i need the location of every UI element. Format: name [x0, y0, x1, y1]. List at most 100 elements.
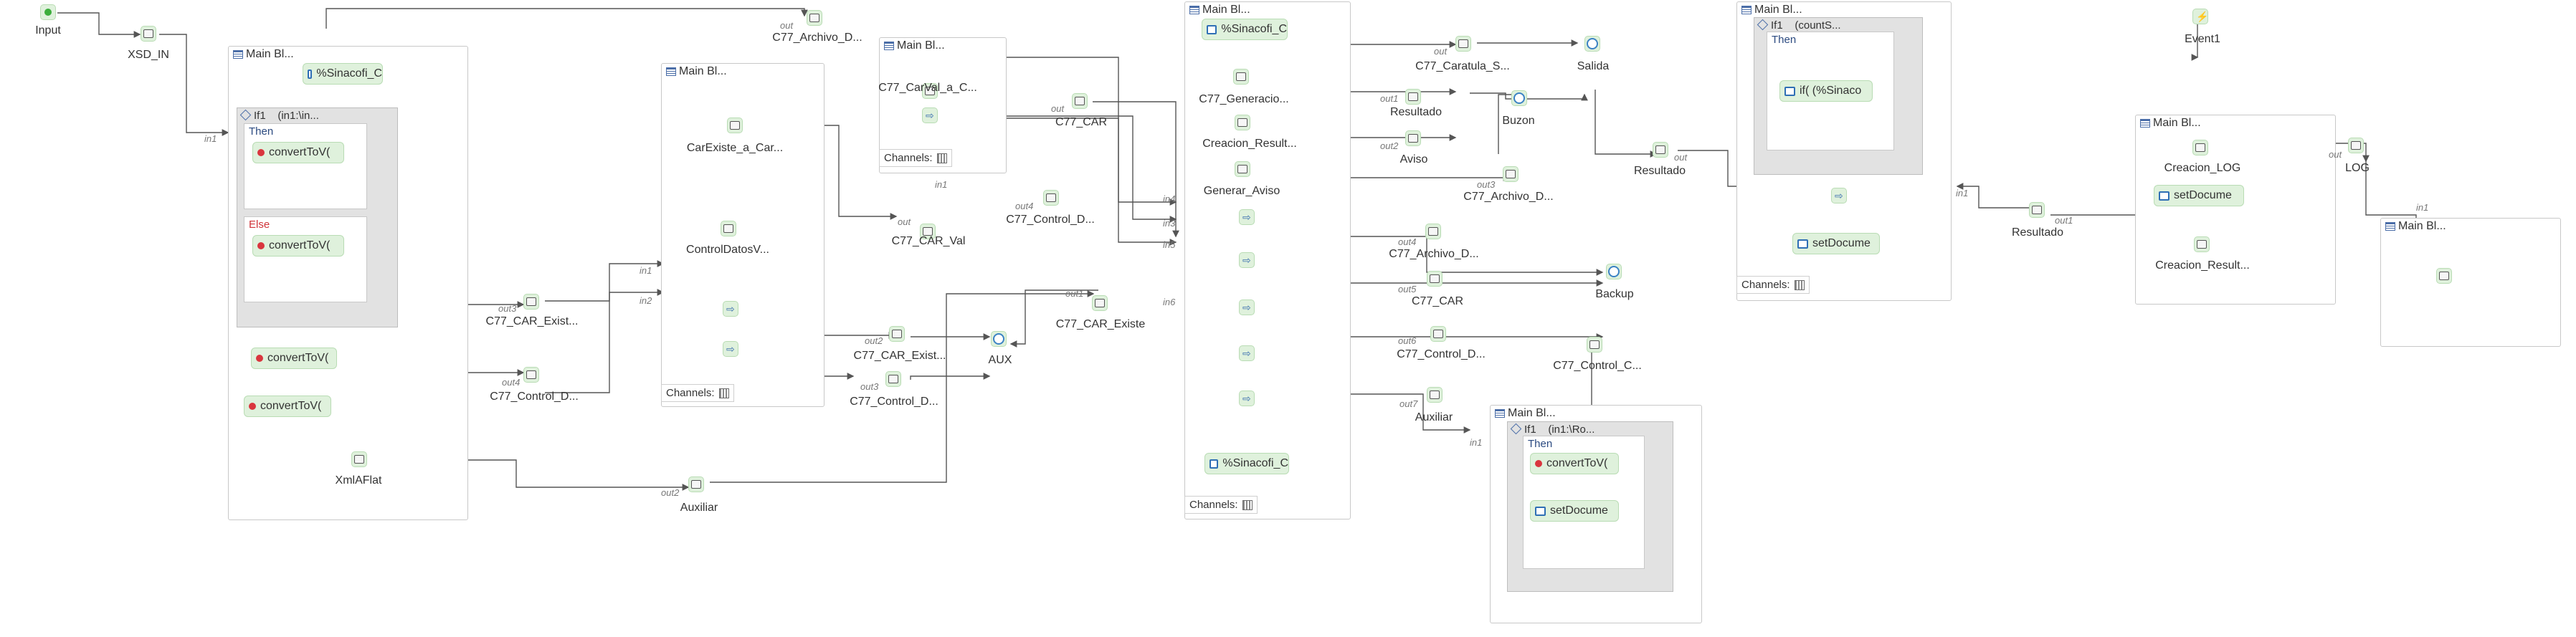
c77-control-d4-node[interactable] [1430, 326, 1446, 342]
c77-caratula-node[interactable] [1455, 36, 1471, 52]
c77-control-c-node[interactable] [1587, 337, 1602, 353]
main-block-7[interactable]: Main Bl... [2135, 115, 2336, 305]
c77-control-d2-node[interactable] [885, 371, 901, 387]
dispatcher-node-9[interactable]: ⇨ [1831, 188, 1847, 203]
dispatcher-node-8[interactable]: ⇨ [1239, 391, 1255, 406]
dispatcher-node-3[interactable]: ⇨ [922, 107, 938, 123]
convert-activity-1[interactable]: convertToV( [252, 142, 344, 163]
main-block-8[interactable]: Main Bl... [2380, 218, 2561, 347]
resultado2-node[interactable] [1653, 142, 1668, 158]
creacion-log-label: Creacion_LOG [2164, 162, 2241, 174]
c77-car-existe-node[interactable] [1092, 295, 1108, 311]
c77-car-exist2-label: C77_CAR_Exist... [853, 350, 946, 362]
auxiliar-node[interactable] [688, 476, 704, 492]
dispatcher-node-5[interactable]: ⇨ [1239, 252, 1255, 268]
creacion-result-label: Creacion_Result... [1202, 138, 1297, 150]
c77-generacion-label: C77_Generacio... [1199, 93, 1289, 105]
then-branch-a[interactable]: Then [244, 123, 367, 209]
channels-icon [936, 153, 947, 164]
c77-car-exist-node[interactable] [523, 294, 539, 310]
log-node[interactable] [2348, 138, 2364, 153]
creacion-log-node[interactable] [2192, 140, 2208, 155]
c77-archivo-d-node[interactable] [807, 10, 822, 26]
resultado3-label: Resultado [2011, 226, 2064, 239]
c77-car-node[interactable] [1072, 93, 1088, 109]
then-label: Then [249, 125, 274, 138]
dispatcher-node-4[interactable]: ⇨ [1239, 209, 1255, 225]
port-out2-a: out2 [1380, 140, 1399, 151]
setdocume-activity-3[interactable]: setDocume [2154, 185, 2244, 206]
channels-box-4[interactable]: Channels: [1184, 496, 1258, 514]
xmlaflat-node[interactable] [351, 451, 367, 467]
port-out6-d: out6 [1398, 335, 1417, 346]
event1-node[interactable]: ⚡ [2192, 9, 2208, 24]
carval-node[interactable] [922, 83, 938, 99]
c77-control-c-label: C77_Control_C... [1553, 360, 1642, 372]
dispatcher-node-1[interactable]: ⇨ [723, 301, 738, 317]
channels-box-2[interactable]: Channels: [661, 384, 734, 402]
channels-box-6[interactable]: Channels: [1736, 276, 1810, 294]
convert-activity-4[interactable]: convertToV( [244, 396, 331, 417]
backup-label: Backup [1595, 288, 1634, 300]
xsd-in-node[interactable] [141, 26, 156, 42]
auxiliar-label: Auxiliar [680, 502, 718, 514]
c77-car-exist2-node[interactable] [889, 326, 905, 342]
main-block-1-title: Main Bl... [233, 48, 294, 61]
c77-car-val-label: C77_CAR_Val [891, 235, 966, 247]
c77-control-d-node[interactable] [523, 367, 539, 383]
dispatcher-node-2[interactable]: ⇨ [723, 341, 738, 357]
main-block-4[interactable]: Main Bl... [1184, 1, 1351, 519]
dispatcher-node-7[interactable]: ⇨ [1239, 345, 1255, 361]
creacion-result2-node[interactable] [2194, 236, 2210, 252]
carexiste-node[interactable] [727, 118, 743, 133]
c77-generacion-node[interactable] [1233, 69, 1249, 85]
port-out-car: out [1051, 103, 1065, 114]
else-branch-a[interactable]: Else [244, 216, 367, 302]
convert-activity-3[interactable]: convertToV( [251, 348, 337, 369]
setdocume-activity-1[interactable]: setDocume [1530, 500, 1619, 522]
channels-box-3[interactable]: Channels: [879, 149, 952, 167]
c77-archivo-d3-node[interactable] [1425, 224, 1441, 239]
c77-archivo-d2-node[interactable] [1503, 166, 1518, 182]
generar-aviso-node[interactable] [1235, 161, 1250, 177]
mail-node[interactable] [2436, 268, 2452, 284]
main-block-2[interactable]: Main Bl... [661, 63, 824, 407]
c77-car2-node[interactable] [1427, 271, 1443, 287]
if1-c-label: If1 (countS... [1757, 19, 1841, 32]
setdocume-activity-2[interactable]: setDocume [1792, 233, 1880, 254]
c77-car-val-node[interactable] [920, 224, 936, 239]
auxiliar2-node[interactable] [1427, 387, 1443, 403]
convert-activity-5[interactable]: convertToV( [1530, 453, 1619, 474]
sinacofi-c-activity[interactable]: %Sinacofi_C [303, 63, 383, 85]
backup-endpoint-node[interactable] [1606, 264, 1622, 279]
block-icon [2140, 118, 2150, 128]
sinacofi-c2-activity[interactable]: %Sinacofi_C [1202, 19, 1288, 40]
aviso-node[interactable] [1405, 130, 1421, 146]
convert-activity-2[interactable]: convertToV( [252, 235, 344, 257]
xmlaflat-label: XmlAFlat [335, 474, 382, 487]
port-out-log: out [2329, 149, 2342, 160]
creacion-result-node[interactable] [1235, 115, 1250, 130]
c77-control-d3-node[interactable] [1043, 190, 1059, 206]
if-sinaco-activity[interactable]: if( (%Sinaco [1779, 80, 1873, 102]
c77-control-d3-label: C77_Control_D... [1006, 214, 1095, 226]
sinacofi-c3-activity[interactable]: %Sinacofi_C [1204, 453, 1289, 474]
port-out4-d: out4 [1398, 236, 1417, 247]
set-icon [1209, 459, 1219, 469]
dispatcher-node-6[interactable]: ⇨ [1239, 300, 1255, 315]
port-in3: in3 [1163, 218, 1176, 229]
aux-label: AUX [988, 354, 1012, 366]
resultado2-label: Resultado [1633, 165, 1686, 177]
buzon-endpoint-node[interactable] [1511, 90, 1527, 106]
resultado3-node[interactable] [2029, 202, 2045, 218]
port-out7-d: out7 [1399, 398, 1418, 409]
salida-endpoint-node[interactable] [1584, 36, 1600, 52]
set-icon [1784, 86, 1795, 96]
input-start-node[interactable] [40, 4, 56, 20]
resultado-node[interactable] [1405, 89, 1421, 105]
port-in1-g: in1 [2416, 202, 2429, 213]
aux-endpoint-node[interactable] [991, 331, 1007, 347]
channels-icon [718, 388, 729, 399]
controldatos-node[interactable] [721, 221, 736, 236]
